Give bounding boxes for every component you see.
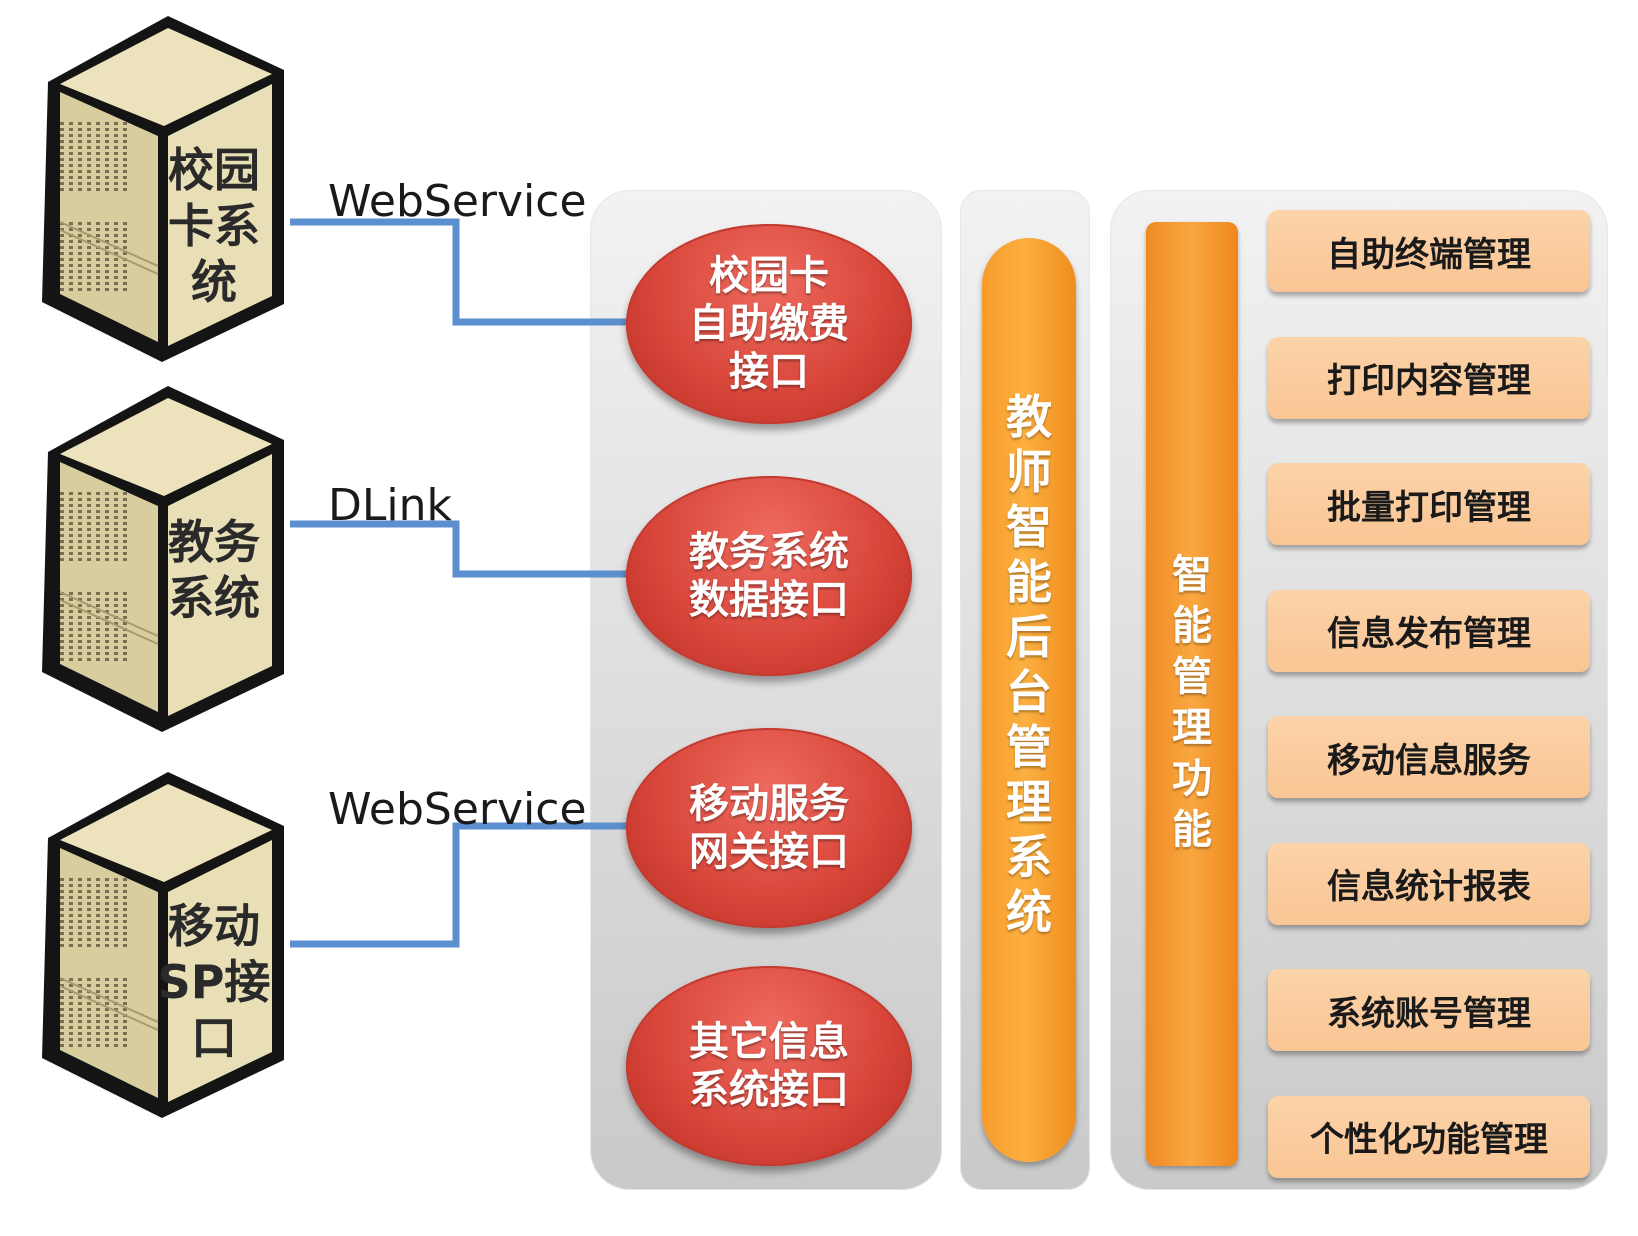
interface-label-line: 数据接口 (689, 577, 849, 623)
server-label-line: 教务 (168, 515, 260, 569)
function-bar-char: 理 (1172, 705, 1212, 751)
function-box: 个性化功能管理 (1268, 1095, 1590, 1178)
server-label-line: SP接 (157, 955, 271, 1009)
server-top (60, 28, 272, 126)
server-label-line: 卡系 (168, 199, 260, 253)
interface-label-line: 系统接口 (689, 1067, 849, 1113)
center-system-char: 后 (1006, 610, 1052, 664)
function-box: 自助终端管理 (1268, 210, 1590, 292)
interface-label-line: 其它信息 (689, 1019, 849, 1065)
connection-line-1 (290, 218, 630, 326)
server-label-1: 校园卡系统 (152, 142, 276, 310)
interface-mobile-gateway: 移动服务网关接口 (626, 728, 912, 928)
connection-line-2 (290, 520, 630, 578)
interface-campus-card: 校园卡自助缴费接口 (626, 224, 912, 424)
server-label-line: 移动 (168, 899, 260, 953)
function-box: 信息统计报表 (1268, 842, 1590, 925)
function-box: 信息发布管理 (1268, 589, 1590, 672)
interface-other-systems: 其它信息系统接口 (626, 966, 912, 1166)
connection-label-3: WebService (328, 784, 587, 835)
server-label-line: 校园 (168, 143, 260, 197)
function-bar-char: 智 (1172, 552, 1212, 598)
server-label-line: 统 (191, 255, 237, 309)
interface-label-line: 接口 (729, 349, 809, 395)
connection-line-3 (290, 822, 630, 948)
server-side (168, 454, 272, 716)
connection-label-2: DLink (328, 480, 452, 531)
center-system-char: 理 (1006, 775, 1052, 829)
center-system-char: 能 (1006, 555, 1052, 609)
function-bar-char: 管 (1172, 654, 1212, 700)
center-system-char: 智 (1006, 500, 1052, 554)
function-bar: 智能管理功能 (1146, 222, 1238, 1166)
center-system-char: 统 (1006, 885, 1052, 939)
center-system-char: 教 (1006, 390, 1052, 444)
server-label-line: 口 (191, 1011, 237, 1065)
function-box: 打印内容管理 (1268, 336, 1590, 419)
center-system-pill: 教师智能后台管理系统 (982, 238, 1076, 1162)
center-system-char: 师 (1006, 445, 1052, 499)
interface-academic: 教务系统数据接口 (626, 476, 912, 676)
interface-label-line: 教务系统 (689, 529, 849, 575)
interface-label-line: 网关接口 (689, 829, 849, 875)
connection-label-1: WebService (328, 176, 587, 227)
server-label-line: 系统 (168, 571, 260, 625)
center-system-char: 系 (1006, 830, 1052, 884)
interface-label-line: 自助缴费 (689, 301, 849, 347)
server-1 (38, 12, 292, 364)
function-box: 移动信息服务 (1268, 716, 1590, 798)
interface-label: 移动服务网关接口 (689, 780, 849, 876)
interface-label-line: 校园卡 (709, 253, 829, 299)
function-bar-char: 功 (1172, 756, 1212, 802)
server-3 (38, 768, 292, 1120)
server-side (168, 84, 272, 346)
interface-label: 教务系统数据接口 (689, 528, 849, 624)
server-front (60, 92, 158, 342)
server-2 (38, 382, 292, 734)
interface-label: 其它信息系统接口 (689, 1018, 849, 1114)
server-label-2: 教务系统 (152, 514, 276, 626)
function-bar-char: 能 (1172, 807, 1212, 853)
center-system-char: 管 (1006, 720, 1052, 774)
center-system-label: 教师智能后台管理系统 (982, 390, 1076, 940)
server-top (60, 784, 272, 882)
server-front (60, 848, 158, 1098)
function-bar-label: 智能管理功能 (1146, 550, 1238, 856)
center-system-char: 台 (1006, 665, 1052, 719)
interface-label: 校园卡自助缴费接口 (689, 252, 849, 396)
server-front (60, 462, 158, 712)
server-side (168, 840, 272, 1102)
server-top (60, 398, 272, 496)
function-box: 系统账号管理 (1268, 969, 1590, 1051)
interface-label-line: 移动服务 (689, 781, 849, 827)
function-box: 批量打印管理 (1268, 463, 1590, 545)
function-bar-char: 能 (1172, 603, 1212, 649)
